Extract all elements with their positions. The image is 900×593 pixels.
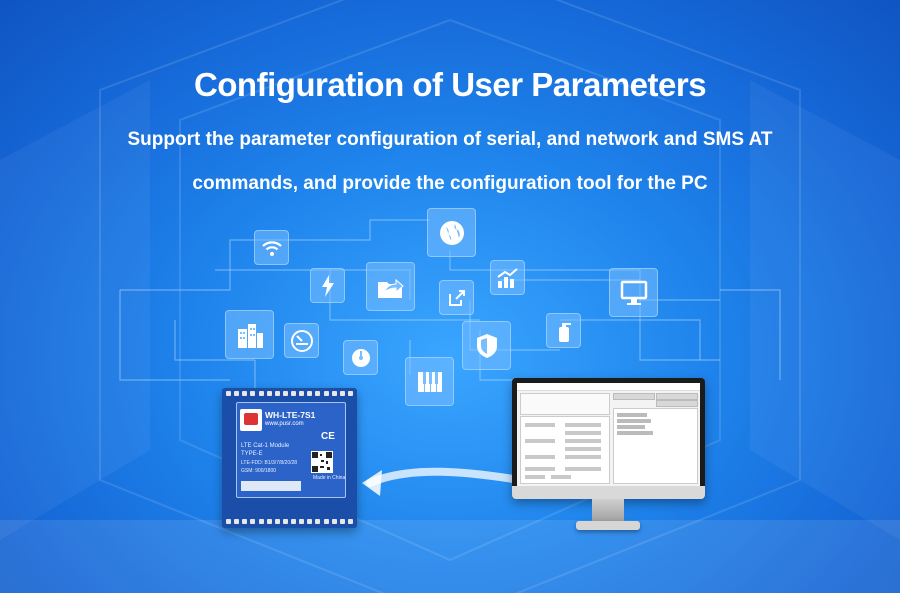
module-website: www.pusr.com [265,421,304,427]
module-type: TYPE-E [241,451,263,457]
board-pins-top [226,391,353,397]
lightning-icon [310,268,345,303]
config-tool-buttons [613,393,698,407]
barcode-icon [241,481,301,491]
subtitle-line-1: Support the parameter configuration of s… [127,129,773,150]
qr-code-icon [311,451,333,473]
gauge-dial-icon [284,323,319,358]
ce-mark-icon: CE [321,431,335,442]
usr-logo-icon [240,409,262,431]
monitor-stand-base [576,521,640,530]
monitor-icon [609,268,658,317]
module-origin: Made in China [313,475,346,481]
page-title: Configuration of User Parameters [193,66,707,103]
config-tool-titlebar [517,383,700,391]
config-tool-diagram-panel [520,393,610,415]
monitor-chin [512,486,705,499]
config-tool-parameters-panel [520,416,610,484]
monitor-stand-neck [592,499,624,523]
module-model: WH-LTE-7S1 [265,410,316,420]
folder-share-icon [366,262,415,311]
growth-chart-icon [490,260,525,295]
board-pins-bottom [226,519,353,525]
config-tool-screen [517,383,700,486]
piano-keys-icon [405,357,454,406]
thermometer-dial-icon [343,340,378,375]
module-chip: WH-LTE-7S1 www.pusr.com CE LTE Cat-1 Mod… [236,402,346,498]
module-gsm: GSM: 900/1800 [241,468,277,474]
pc-monitor [512,378,705,499]
module-bands: LTE-FDD: B1/3/7/8/20/28 [241,460,298,466]
fire-extinguisher-icon [546,313,581,348]
module-description: LTE Cat-1 Module [241,443,290,449]
subtitle-line-2: commands, and provide the configuration … [192,173,708,194]
shield-icon [462,321,511,370]
export-icon [439,280,474,315]
config-tool-log-panel [613,408,698,484]
buildings-icon [225,310,274,359]
wifi-icon [254,230,289,265]
globe-icon [427,208,476,257]
lte-module-board: WH-LTE-7S1 www.pusr.com CE LTE Cat-1 Mod… [222,388,357,528]
